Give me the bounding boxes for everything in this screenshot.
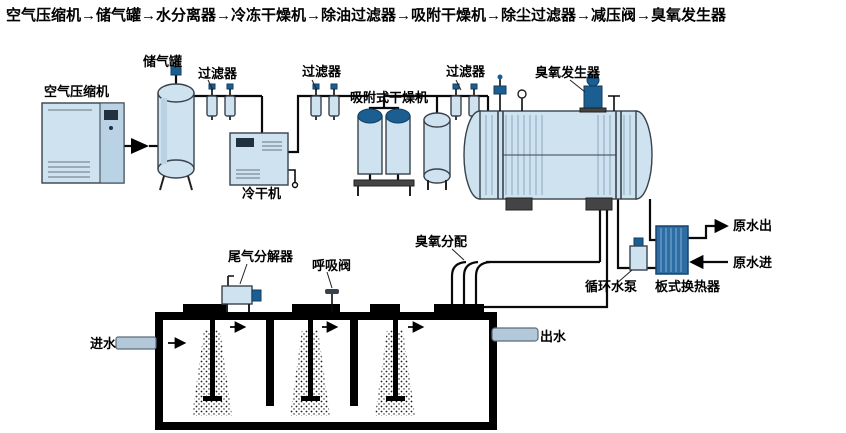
- buffer-tank: [423, 112, 451, 190]
- drop-pipe: [210, 305, 215, 398]
- label-raw-water-in: 原水进: [733, 255, 772, 270]
- generator-top-valve: [493, 85, 507, 95]
- baffle-wall: [350, 320, 358, 406]
- label-water-inlet: 进水: [90, 336, 117, 351]
- label-cold-dryer: 冷干机: [242, 186, 281, 201]
- reaction-tank: [155, 304, 497, 430]
- drop-pipe: [393, 305, 398, 398]
- label-circulating-pump: 循环水泵: [585, 279, 637, 294]
- generator-saddle: [585, 197, 613, 211]
- tank-legs: [159, 175, 193, 191]
- plate-heat-exchanger: [655, 225, 689, 275]
- drop-pipe: [308, 305, 313, 398]
- water-outlet-pipe: [491, 327, 539, 342]
- ozone-generator: [463, 73, 653, 211]
- water-inlet-pipe: [115, 336, 157, 350]
- label-ozone-generator: 臭氧发生器: [535, 65, 601, 80]
- breathing-valve: [325, 289, 339, 312]
- circulating-pump: [629, 237, 648, 271]
- cold-dryer: [229, 132, 289, 186]
- tail-gas-decomposer: [221, 275, 262, 312]
- label-water-outlet: 出水: [540, 329, 567, 344]
- label-leaders: [207, 79, 633, 289]
- pressure-gauge: [517, 89, 527, 99]
- adsorption-dryer: [353, 108, 415, 196]
- tank-lid: [370, 304, 400, 312]
- filter-group-2: [310, 83, 340, 120]
- dryer-legs: [357, 186, 411, 196]
- generator-saddle: [505, 197, 533, 211]
- label-ozone-distribution: 臭氧分配: [415, 234, 467, 249]
- label-filter-2: 过滤器: [302, 64, 342, 79]
- tank-top-valve: [170, 65, 182, 76]
- compressor-vent-grill: [48, 161, 90, 178]
- label-storage-tank: 储气罐: [142, 54, 182, 69]
- label-raw-water-out: 原水出: [733, 218, 772, 233]
- label-filter-1: 过滤器: [198, 66, 238, 81]
- flow-arrow-compressor: [131, 138, 149, 154]
- label-air-compressor: 空气压缩机: [44, 84, 109, 99]
- tank-lid: [434, 304, 484, 312]
- compressor-display: [104, 110, 118, 120]
- tank-lid: [183, 304, 227, 312]
- label-breathing-valve: 呼吸阀: [312, 258, 351, 273]
- filter-group-3: [450, 83, 480, 120]
- baffle-wall: [266, 320, 274, 406]
- tank-lid: [292, 304, 340, 312]
- labels: 空气压缩机 储气罐 过滤器 过滤器 过滤器 冷干机 吸附式干燥机 臭氧发生器 原…: [44, 54, 772, 351]
- cold-dryer-display: [236, 138, 254, 147]
- air-compressor: [41, 102, 125, 184]
- process-flow-title: 空气压缩机→储气罐→水分离器→冷冻干燥机→除油过滤器→吸附干燥机→除尘过滤器→减…: [6, 6, 727, 24]
- storage-tank: [157, 65, 195, 191]
- label-plate-heat-exchanger: 板式换热器: [655, 279, 721, 294]
- label-filter-3: 过滤器: [446, 64, 486, 79]
- filter-group-1: [206, 83, 236, 120]
- label-tail-gas-decomposer: 尾气分解器: [228, 249, 294, 264]
- label-adsorption-dryer: 吸附式干燥机: [350, 90, 428, 105]
